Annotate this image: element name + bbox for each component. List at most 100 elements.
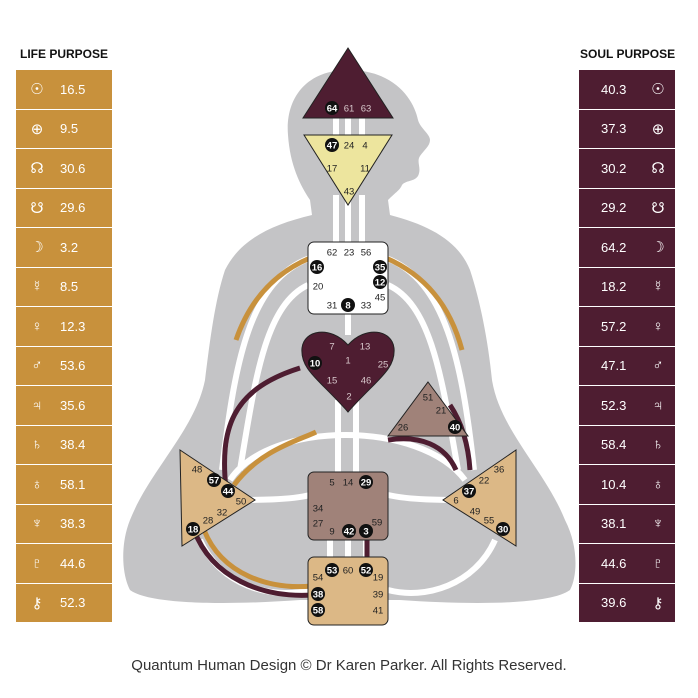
gate-label: 31 (327, 301, 338, 312)
sacral-center (307, 471, 389, 541)
moon-icon: ☽ (30, 239, 44, 257)
activated-gate-marker (373, 260, 387, 274)
mars-icon: ♂ (31, 357, 43, 375)
position-value: 38.3 (60, 516, 86, 532)
position-value: 57.2 (601, 318, 627, 334)
gate-label: 12 (375, 278, 386, 289)
chiron-icon: ⚷ (31, 594, 43, 612)
copyright-footer: Quantum Human Design © Dr Karen Parker. … (131, 657, 567, 674)
soul-purpose-row: 38.1♆ (579, 504, 675, 543)
gate-label: 55 (484, 516, 495, 527)
mercury-icon: ☿ (31, 278, 43, 296)
life-purpose-row: ♄38.4 (16, 425, 112, 464)
gate-label: 56 (361, 248, 372, 259)
gate-label: 45 (375, 293, 386, 304)
life-purpose-row: ♆ 38.3 (16, 504, 112, 543)
gate-label: 48 (192, 465, 203, 476)
neptune-icon: ♆ (31, 515, 43, 533)
life-purpose-row: ♃35.6 (16, 386, 112, 425)
activated-gate-marker (325, 101, 339, 115)
gate-label: 23 (344, 248, 355, 259)
soul-purpose-row: 39.6⚷ (579, 583, 675, 622)
venus-icon: ♀ (31, 317, 43, 335)
gate-label: 22 (479, 476, 490, 487)
position-value: 10.4 (601, 476, 627, 492)
gate-label: 32 (217, 508, 228, 519)
position-value: 8.5 (60, 279, 79, 295)
gate-label: 26 (398, 423, 409, 434)
position-value: 58.1 (60, 476, 86, 492)
position-value: 38.4 (60, 437, 86, 453)
gate-label: 39 (373, 590, 384, 601)
gate-label: 64 (327, 104, 338, 115)
gate-label: 30 (498, 525, 509, 536)
position-value: 35.6 (60, 397, 86, 413)
gate-label: 42 (344, 527, 355, 538)
gate-label: 35 (375, 263, 386, 274)
position-value: 38.1 (601, 516, 627, 532)
activated-gate-marker (207, 473, 221, 487)
position-value: 44.6 (601, 555, 627, 571)
activated-gate-marker (448, 420, 462, 434)
soul-purpose-title: SOUL PURPOSE (580, 47, 676, 61)
life-purpose-row: ☿ 8.5 (16, 267, 112, 306)
soul-purpose-list: 40.3☉37.3⊕30.2☊29.2☋64.2☽18.2☿57.2♀47.1♂… (579, 70, 675, 623)
gate-label: 5 (329, 478, 334, 489)
north-node-icon: ☊ (651, 160, 665, 178)
activated-gate-marker (325, 563, 339, 577)
soul-purpose-row: 29.2 ☋ (579, 188, 675, 227)
gate-label: 3 (363, 527, 368, 538)
life-purpose-row: ☊30.6 (16, 149, 112, 188)
g-center (301, 331, 395, 413)
earth-icon: ⊕ (30, 120, 44, 138)
gate-label: 17 (327, 164, 338, 175)
gate-label: 33 (361, 301, 372, 312)
life-purpose-row: ♀12.3 (16, 307, 112, 346)
activated-gate-marker (342, 524, 356, 538)
gate-label: 58 (313, 606, 324, 617)
gate-label: 60 (343, 566, 354, 577)
gate-label: 27 (313, 519, 324, 530)
gate-label: 6 (453, 496, 458, 507)
activated-gate-marker (221, 484, 235, 498)
earth-icon: ⊕ (651, 120, 665, 138)
gate-label: 2 (346, 392, 351, 403)
gate-label: 59 (372, 518, 383, 529)
position-value: 52.3 (601, 397, 627, 413)
position-value: 29.2 (601, 200, 627, 216)
gate-label: 38 (313, 590, 324, 601)
activated-gate-marker (311, 603, 325, 617)
position-value: 58.4 (601, 437, 627, 453)
gate-label: 29 (361, 478, 372, 489)
gate-label: 47 (327, 141, 338, 152)
gate-label: 4 (362, 141, 367, 152)
gate-label: 41 (373, 606, 384, 617)
soul-purpose-row: 30.2☊ (579, 149, 675, 188)
gate-label: 63 (361, 104, 372, 115)
gate-label: 43 (344, 187, 355, 198)
gate-label: 53 (327, 566, 338, 577)
soul-purpose-row: 18.2☿ (579, 267, 675, 306)
south-node-icon: ☋ (651, 199, 665, 217)
gate-label: 37 (464, 487, 475, 498)
soul-purpose-row: 64.2☽ (579, 228, 675, 267)
gate-label: 24 (344, 141, 355, 152)
position-value: 52.3 (60, 595, 86, 611)
gate-label: 49 (470, 507, 481, 518)
gate-label: 36 (494, 465, 505, 476)
mercury-icon: ☿ (652, 278, 664, 296)
soul-purpose-row: 44.6♇ (579, 544, 675, 583)
gate-label: 21 (436, 406, 447, 417)
soul-purpose-row: 40.3☉ (579, 70, 675, 109)
gate-label: 13 (360, 342, 371, 353)
gate-label: 9 (329, 527, 334, 538)
pluto-icon: ♇ (31, 554, 43, 572)
position-value: 39.6 (601, 595, 627, 611)
activated-gate-marker (359, 475, 373, 489)
jupiter-icon: ♃ (652, 396, 664, 414)
soul-purpose-row: 52.3 ♃ (579, 386, 675, 425)
life-purpose-row: ☽3.2 (16, 228, 112, 267)
gate-label: 14 (343, 478, 354, 489)
position-value: 37.3 (601, 121, 627, 137)
